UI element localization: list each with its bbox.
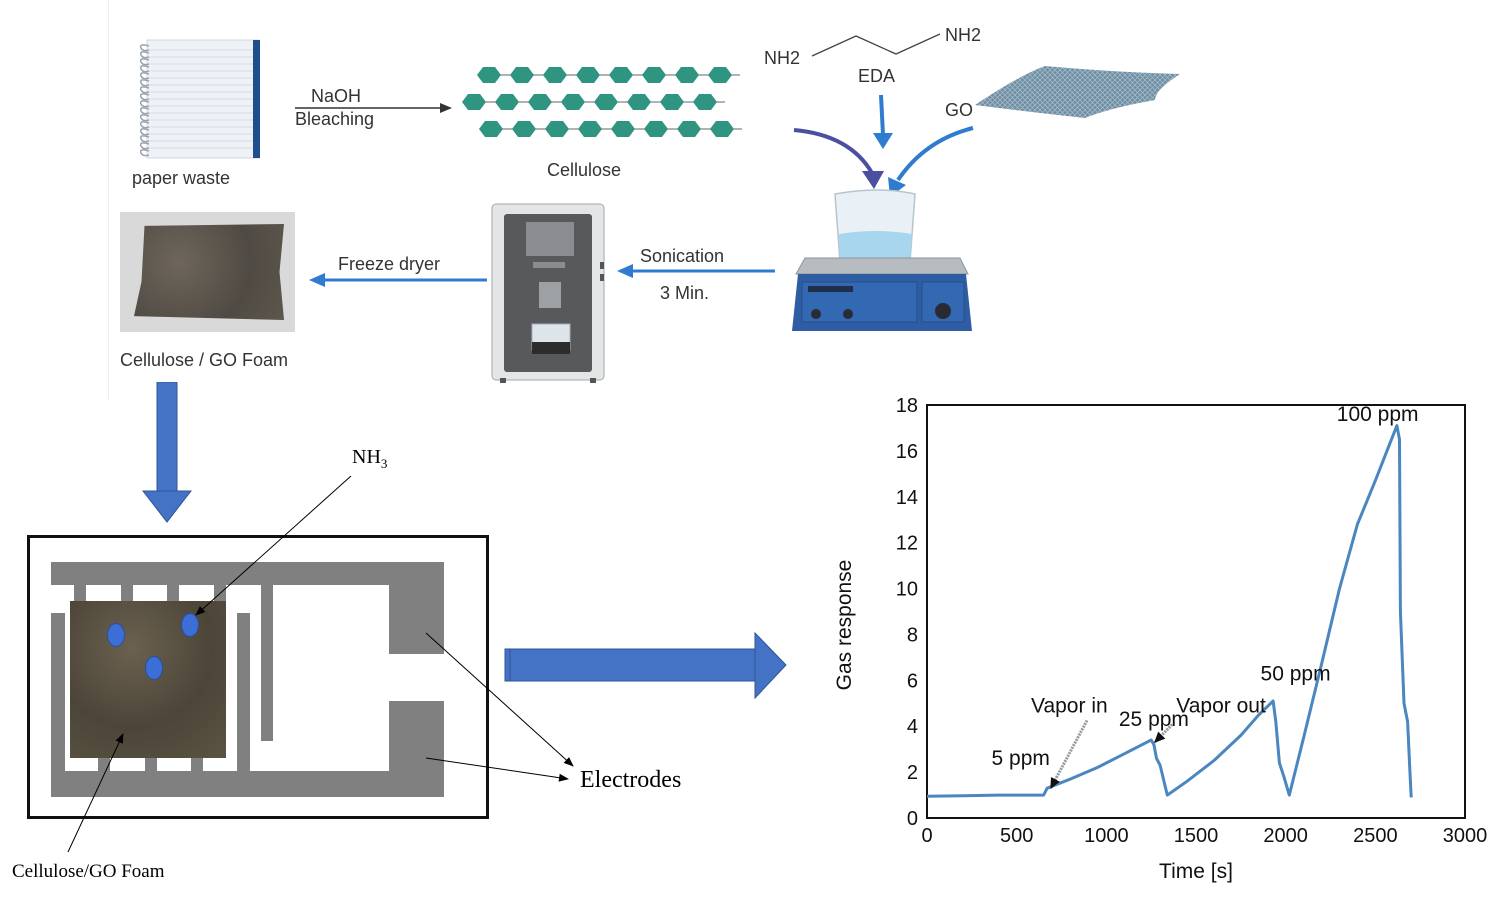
hotplate-stirrer-icon	[792, 189, 972, 331]
nh2-right-label: NH2	[945, 25, 982, 45]
glucose-ring	[644, 121, 668, 137]
y-tick-label: 16	[896, 441, 918, 463]
interdigitated-electrodes	[51, 562, 444, 797]
chart-annotation: 50 ppm	[1261, 662, 1331, 685]
chart-annotation: 5 ppm	[992, 747, 1050, 770]
gas-response-series-line	[926, 424, 1413, 798]
electrodes-label: Electrodes	[580, 767, 682, 793]
annotation-arrow	[1153, 723, 1174, 744]
eda-molecule-icon	[811, 33, 941, 57]
glucose-ring	[545, 121, 569, 137]
cellulose-label: Cellulose	[547, 160, 622, 180]
glucose-ring	[510, 67, 534, 83]
scheme-panel-border	[108, 0, 109, 400]
nh3-label-text: NH	[352, 446, 381, 468]
sensor-foam-label: Cellulose/GO Foam	[12, 861, 165, 882]
glucose-ring	[528, 94, 552, 110]
glucose-ring	[642, 67, 666, 83]
eda-label: EDA	[858, 66, 896, 86]
foam-photo	[120, 212, 295, 332]
glucose-ring	[578, 121, 602, 137]
glucose-ring	[660, 94, 684, 110]
y-tick-label: 10	[896, 579, 918, 601]
nh3-label: NH3	[352, 446, 387, 472]
foam-overlay	[70, 601, 226, 758]
x-tick-label: 2000	[1263, 825, 1308, 847]
freeze-dryer-icon	[491, 203, 605, 383]
freeze-dryer-label: Freeze dryer	[338, 254, 441, 274]
glucose-ring	[543, 67, 567, 83]
paper-waste-label: paper waste	[132, 168, 231, 188]
chart-annotation: Vapor in	[1031, 694, 1108, 717]
nh3-subscript: 3	[380, 456, 388, 471]
y-tick-label: 2	[907, 762, 918, 784]
x-tick-label: 1500	[1174, 825, 1219, 847]
x-tick-label: 0	[921, 825, 932, 847]
glucose-ring	[710, 121, 734, 137]
bleaching-label: Bleaching	[295, 109, 375, 129]
y-axis-label: Gas response	[833, 560, 856, 691]
cellulose-structure-icon	[462, 67, 742, 137]
glucose-ring	[512, 121, 536, 137]
y-tick-label: 18	[896, 395, 918, 417]
glucose-ring	[477, 67, 501, 83]
x-tick-label: 1000	[1084, 825, 1129, 847]
x-axis-label: Time [s]	[1159, 860, 1233, 883]
down-flow-arrow	[142, 382, 192, 523]
right-flow-arrow	[504, 632, 787, 700]
x-tick-label: 3000	[1443, 825, 1488, 847]
nh2-left-label: NH2	[764, 48, 801, 68]
nh3-molecule-dot	[181, 613, 199, 637]
glucose-ring	[561, 94, 585, 110]
glucose-ring	[594, 94, 618, 110]
chart-annotation: 100 ppm	[1337, 403, 1419, 426]
glucose-ring	[479, 121, 503, 137]
x-tick-label: 2500	[1353, 825, 1398, 847]
plot-frame	[926, 404, 1466, 819]
glucose-ring	[693, 94, 717, 110]
glucose-ring	[611, 121, 635, 137]
glucose-ring	[495, 94, 519, 110]
y-tick-label: 6	[907, 670, 918, 692]
x-tick-label: 500	[1000, 825, 1033, 847]
glucose-ring	[609, 67, 633, 83]
go-label: GO	[945, 100, 974, 120]
annotation-arrow	[1049, 719, 1089, 790]
glucose-ring	[708, 67, 732, 83]
glucose-ring	[576, 67, 600, 83]
foam-label: Cellulose / GO Foam	[120, 350, 289, 370]
glucose-ring	[677, 121, 701, 137]
y-tick-label: 14	[896, 487, 918, 509]
glucose-ring	[627, 94, 651, 110]
naoh-label: NaOH	[311, 86, 362, 106]
chart-annotation: Vapor out	[1176, 694, 1266, 717]
y-tick-label: 12	[896, 533, 918, 555]
sonication-time-label: 3 Min.	[660, 283, 710, 303]
notebook-icon	[139, 39, 260, 159]
freeze-dryer-arrow	[309, 273, 487, 287]
sonication-label: Sonication	[640, 246, 725, 266]
y-tick-label: 4	[907, 716, 918, 738]
glucose-ring	[675, 67, 699, 83]
y-tick-label: 8	[907, 624, 918, 646]
nh3-molecule-dot	[107, 623, 125, 647]
sonication-arrow	[617, 264, 775, 278]
go-sheet-icon	[975, 66, 1180, 118]
bleaching-arrow	[295, 103, 452, 113]
glucose-ring	[462, 94, 486, 110]
nh3-molecule-dot	[145, 656, 163, 680]
y-tick-label: 0	[907, 808, 918, 830]
